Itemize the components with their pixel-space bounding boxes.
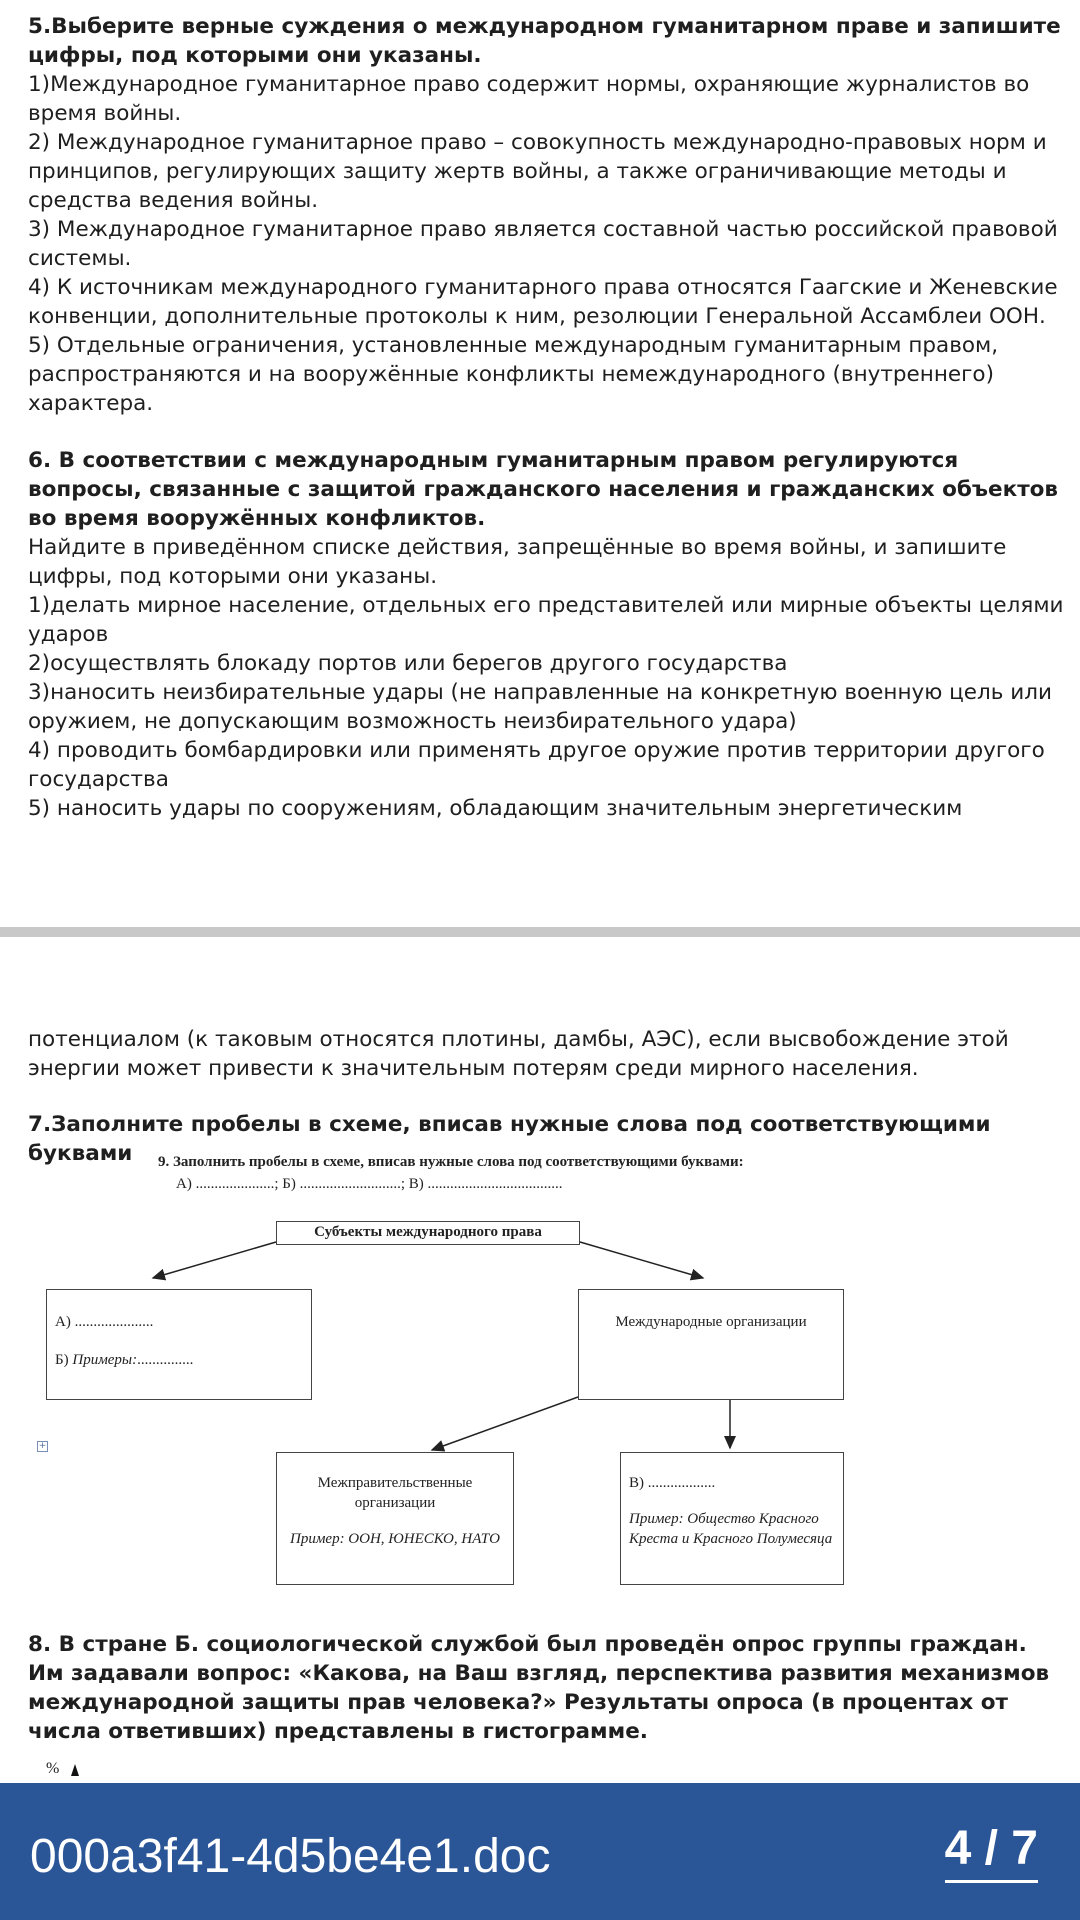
arrow-root-to-left [151, 1241, 277, 1281]
question-6-item: 2)осуществлять блокаду портов или берего… [28, 651, 788, 676]
question-6: 6. В соответствии с международным гумани… [28, 446, 1068, 823]
scheme-v-example: Пример: Общество Красного Креста и Красн… [629, 1511, 833, 1547]
scheme-left-b-prefix: Б) [55, 1352, 73, 1368]
scheme-diagram: 9. Заполнить пробелы в схеме, вписав нуж… [40, 1150, 860, 1590]
question-5-title: 5.Выберите верные суждения о международн… [28, 14, 1061, 68]
question-6-item: 5) наносить удары по сооружениям, облада… [28, 796, 963, 821]
page-indicator[interactable]: 4 / 7 [944, 1821, 1038, 1883]
document-page-1: 5.Выберите верные суждения о международн… [0, 0, 1080, 927]
question-5-item: 3) Международное гуманитарное право явля… [28, 217, 1058, 271]
question-6-item: 1)делать мирное население, отдельных его… [28, 593, 1064, 647]
question-6-title: 6. В соответствии с международным гумани… [28, 448, 1059, 531]
question-5-item: 1)Международное гуманитарное право содер… [28, 72, 1030, 126]
histogram-axis-label: % [46, 1760, 60, 1777]
scheme-header-line2: А) .....................; Б) ...........… [176, 1176, 563, 1192]
expand-icon[interactable]: + [37, 1441, 48, 1452]
question-5: 5.Выберите верные суждения о международн… [28, 12, 1068, 418]
arrow-root-to-right [579, 1241, 705, 1281]
question-8: 8. В стране Б. социологической службой б… [28, 1630, 1068, 1746]
scheme-left-b: Б) Примеры:............... [55, 1350, 303, 1370]
question-6-item: 4) проводить бомбардировки или применять… [28, 738, 1045, 792]
scheme-intergov-title: Межправительственные организации [317, 1475, 473, 1511]
scheme-right-box: Международные организации [578, 1289, 844, 1400]
scheme-root-box: Субъекты международного права [276, 1221, 580, 1245]
scheme-intergov-example: Пример: ООН, ЮНЕСКО, НАТО [290, 1531, 500, 1547]
question-8-text: 8. В стране Б. социологической службой б… [28, 1632, 1050, 1744]
scheme-v-label: В) .................. [629, 1475, 716, 1491]
scheme-intergov-box: Межправительственные организации Пример:… [276, 1452, 514, 1585]
page-separator [0, 927, 1080, 937]
scheme-connectors [151, 1241, 736, 1452]
scheme-left-b-italic: Примеры: [72, 1352, 138, 1368]
scheme-left-box: А) ..................... Б) Примеры:....… [46, 1289, 312, 1400]
scheme-left-a: А) ..................... [55, 1314, 154, 1330]
question-6-continued-text: потенциалом (к таковым относятся плотины… [28, 1027, 1009, 1081]
question-7-title: 7.Заполните пробелы в схеме, вписав нужн… [28, 1112, 991, 1166]
question-5-item: 5) Отдельные ограничения, установленные … [28, 333, 999, 416]
document-footer: 000a3f41-4d5be4e1.doc 4 / 7 [0, 1783, 1080, 1920]
question-6-item: 3)наносить неизбирательные удары (не нап… [28, 680, 1052, 734]
scheme-left-b-dots: ............... [137, 1352, 194, 1368]
histogram-axis-arrow [71, 1764, 79, 1776]
question-7: 7.Заполните пробелы в схеме, вписав нужн… [28, 1110, 1068, 1168]
arrow-right-to-intergov [430, 1396, 579, 1452]
question-6-instruction: Найдите в приведённом списке действия, з… [28, 535, 1007, 589]
document-filename: 000a3f41-4d5be4e1.doc [30, 1830, 551, 1883]
scheme-header-line1: 9. Заполнить пробелы в схеме, вписав нуж… [158, 1154, 744, 1170]
question-5-item: 2) Международное гуманитарное право – со… [28, 130, 1047, 213]
question-5-item: 4) К источникам международного гуманитар… [28, 275, 1058, 329]
question-6-continued: потенциалом (к таковым относятся плотины… [28, 1025, 1068, 1083]
scheme-v-box: В) .................. Пример: Общество К… [620, 1452, 844, 1585]
